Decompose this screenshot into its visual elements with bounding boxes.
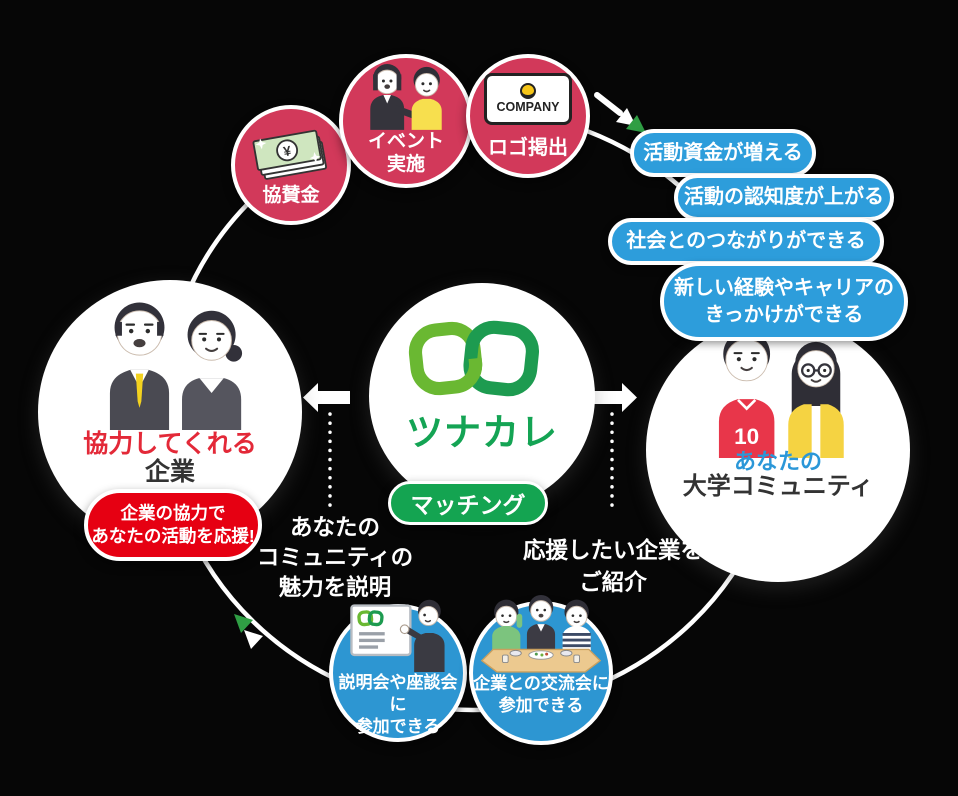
community-title-accent: あなたの xyxy=(733,449,822,474)
benefit-pill-society-label: 社会とのつながりができる xyxy=(626,230,866,252)
company-logo-dot-icon xyxy=(520,83,536,99)
service-circle: ツナカレ xyxy=(369,283,595,509)
participation-briefing-circle: 説明会や座談会に 参加できる xyxy=(329,599,467,742)
note-right-line2: ご紹介 xyxy=(579,570,647,595)
presenter-icon xyxy=(350,599,445,672)
participation-briefing-line2: 参加できる xyxy=(355,717,441,736)
matching-label: マッチング xyxy=(410,492,526,518)
benefit-pill-funds: 活動資金が増える xyxy=(630,129,816,177)
note-left-line3: 魅力を説明 xyxy=(278,575,392,600)
community-circle-title: あなたの 大学コミュニティ xyxy=(646,449,910,499)
note-left-line1: あなたの xyxy=(289,515,380,540)
company-circle-title: 協力してくれる 企業 xyxy=(38,430,302,486)
offer-event-label-line2: 実施 xyxy=(386,154,425,175)
matching-badge: マッチング xyxy=(388,481,548,525)
jersey-number: 10 xyxy=(734,424,759,449)
company-logo-card: COMPANY xyxy=(484,72,572,125)
business-people-illustration xyxy=(109,302,243,430)
participation-mixer-line2: 参加できる xyxy=(498,696,584,715)
benefit-pill-career: 新しい経験やキャリアの きっかけができる xyxy=(660,262,908,341)
offer-event-label-line1: イベント xyxy=(367,131,444,152)
note-community-appeal: あなたの コミュニティの 魅力を説明 xyxy=(240,513,430,603)
benefit-pill-recognition: 活動の認知度が上がる xyxy=(674,174,894,221)
interlocked-rings-logo-icon xyxy=(408,320,539,396)
left-arrow-icon xyxy=(303,383,350,412)
offer-sponsorship-label: 協賛金 xyxy=(262,185,320,206)
benefit-pill-career-line1: 新しい経験やキャリアの xyxy=(674,276,894,299)
note-left-line2: コミュニティの xyxy=(256,545,414,570)
money-icon: ¥ xyxy=(252,129,327,180)
flow-arrow-bottom-icon xyxy=(234,614,263,649)
participation-mixer-line1: 企業との交流会に xyxy=(473,674,609,693)
offer-event-circle: イベント 実施 xyxy=(339,54,473,188)
note-right-line1: 応援したい企業を xyxy=(522,538,703,563)
community-circle: 10 xyxy=(646,318,910,582)
flow-arrow-top-icon xyxy=(594,92,646,133)
participation-mixer-circle: 企業との交流会に 参加できる xyxy=(469,594,613,745)
right-arrow-icon xyxy=(590,383,637,412)
company-title-rest: 企業 xyxy=(144,458,195,486)
community-title-rest: 大学コミュニティ xyxy=(682,473,874,500)
company-support-badge: 企業の協力で あなたの活動を応援! xyxy=(84,489,262,561)
participation-briefing-line1: 説明会や座談会に xyxy=(338,673,458,714)
event-people-icon xyxy=(370,64,442,130)
company-circle xyxy=(38,280,302,544)
company-title-accent: 協力してくれる xyxy=(83,430,257,458)
offer-sponsorship-circle: ¥ 協賛金 xyxy=(231,105,351,225)
note-introduce-companies: 応援したい企業を ご紹介 xyxy=(518,535,708,599)
offer-logo-label: ロゴ掲出 xyxy=(488,136,568,159)
company-card-text: COMPANY xyxy=(496,100,560,114)
yen-symbol: ¥ xyxy=(282,143,292,159)
benefit-pill-society: 社会とのつながりができる xyxy=(608,218,884,265)
dinner-meeting-icon xyxy=(480,594,602,673)
badge-line2: あなたの活動を応援! xyxy=(91,526,255,546)
students-illustration: 10 xyxy=(718,330,844,458)
benefit-pill-recognition-label: 活動の認知度が上がる xyxy=(684,186,884,208)
benefit-pill-career-line2: きっかけができる xyxy=(704,303,864,326)
benefit-pill-funds-label: 活動資金が増える xyxy=(643,141,803,164)
offer-logo-circle: COMPANY ロゴ掲出 xyxy=(466,54,590,178)
brand-name: ツナカレ xyxy=(406,411,558,453)
badge-line1: 企業の協力で xyxy=(120,503,226,523)
